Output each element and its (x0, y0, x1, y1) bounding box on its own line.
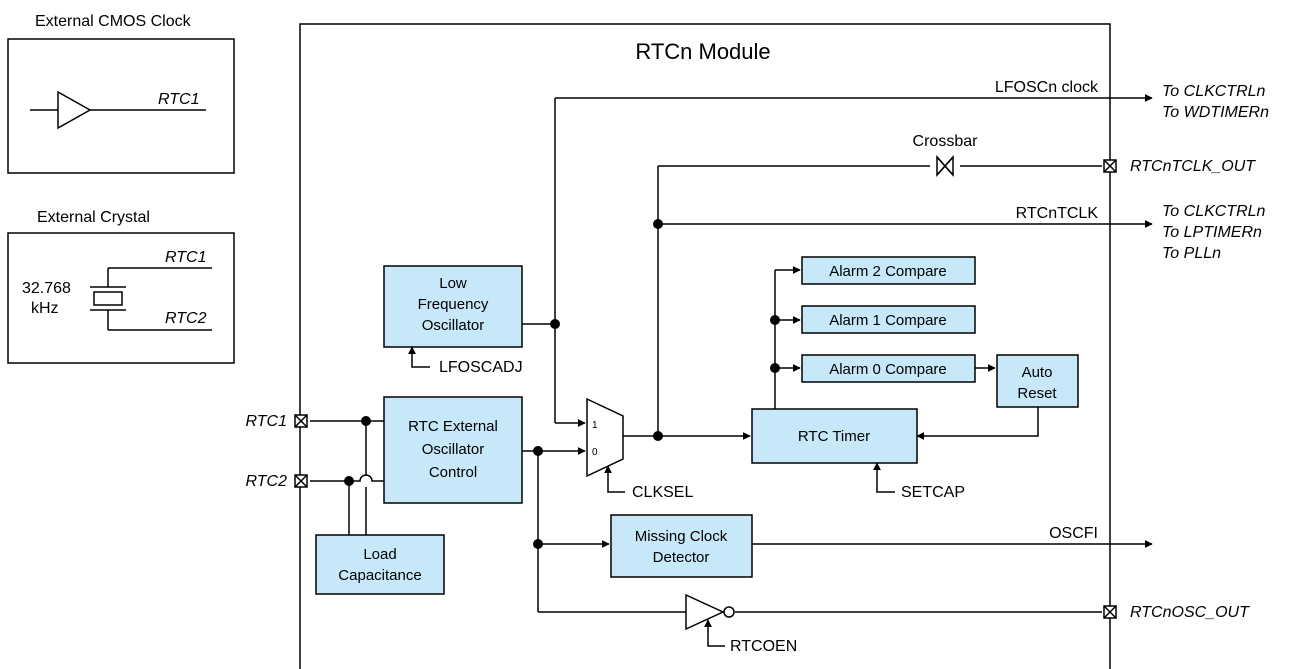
module-title: RTCn Module (635, 39, 770, 64)
mux-input-1: 1 (592, 420, 598, 431)
rtc-external-oscillator-control-block: RTC External Oscillator Control (383, 396, 523, 504)
rtcoen-label: RTCOEN (730, 638, 797, 655)
svg-text:Load: Load (363, 546, 396, 563)
load-capacitance-block: Load Capacitance (315, 534, 445, 595)
tclk-out-pin-label: RTCnTCLK_OUT (1130, 158, 1256, 175)
svg-text:Frequency: Frequency (418, 296, 489, 313)
cmos-title: External CMOS Clock (35, 13, 192, 30)
cmos-frame (7, 38, 235, 174)
lfosc-dest-clkctrl: To CLKCTRLn (1162, 83, 1266, 100)
low-frequency-oscillator-block: Low Frequency Oscillator (383, 265, 523, 348)
svg-text:Detector: Detector (653, 549, 710, 566)
svg-text:RTC External: RTC External (408, 418, 498, 435)
cmos-buffer-icon (57, 90, 92, 130)
clksel-label: CLKSEL (632, 484, 693, 501)
svg-text:Missing Clock: Missing Clock (635, 528, 728, 545)
rtc-timer-block: RTC Timer (751, 408, 918, 464)
svg-text:Alarm 0 Compare: Alarm 0 Compare (829, 361, 947, 378)
lfoscadj-label: LFOSCADJ (439, 359, 523, 376)
alarm-1-compare-block: Alarm 1 Compare (801, 305, 976, 334)
mux-input-0: 0 (592, 447, 598, 458)
external-crystal-panel: External Crystal RTC1 RTC2 32.768 kHz (7, 209, 235, 364)
crystal-title: External Crystal (37, 209, 150, 226)
svg-text:RTC Timer: RTC Timer (798, 428, 870, 445)
svg-text:Alarm 1 Compare: Alarm 1 Compare (829, 312, 947, 329)
svg-text:Oscillator: Oscillator (422, 441, 485, 458)
external-cmos-clock-panel: External CMOS Clock RTC1 (7, 13, 235, 174)
crystal-freq-value: 32.768 (22, 280, 71, 297)
signal-wires (310, 94, 1153, 647)
svg-text:Reset: Reset (1017, 385, 1057, 402)
crystal-icon (90, 267, 212, 331)
crystal-freq-unit: kHz (31, 300, 59, 317)
cmos-rtc1-label: RTC1 (158, 91, 200, 108)
svg-text:Oscillator: Oscillator (422, 317, 485, 334)
tclk-dest-lptimer: To LPTIMERn (1162, 224, 1262, 241)
rtc2-pin-pad-icon (294, 474, 308, 488)
tclk-out-pin-pad-icon (1103, 159, 1117, 173)
oscfi-label: OSCFI (1049, 525, 1098, 542)
rtc1-pin-label: RTC1 (246, 413, 288, 430)
rtcntclk-label: RTCnTCLK (1016, 205, 1099, 222)
clock-select-mux: 1 0 (586, 397, 624, 478)
crystal-rtc2-label: RTC2 (165, 310, 207, 327)
lfosc-clock-label: LFOSCn clock (995, 79, 1099, 96)
crossbar-bowtie-icon (936, 155, 954, 177)
junction-dots (344, 219, 780, 549)
rtc2-pin-label: RTC2 (246, 473, 288, 490)
svg-text:Low: Low (439, 275, 467, 292)
crystal-rtc1-label: RTC1 (165, 249, 207, 266)
tclk-dest-pll: To PLLn (1162, 245, 1221, 262)
setcap-label: SETCAP (901, 484, 965, 501)
auto-reset-block: Auto Reset (996, 354, 1079, 408)
svg-text:Alarm 2 Compare: Alarm 2 Compare (829, 263, 947, 280)
alarm-0-compare-block: Alarm 0 Compare (801, 354, 976, 383)
osc-out-pin-pad-icon (1103, 605, 1117, 619)
svg-text:Capacitance: Capacitance (338, 567, 421, 584)
output-enable-inverter-icon (685, 593, 735, 631)
rtc1-pin-pad-icon (294, 414, 308, 428)
tclk-dest-clkctrl: To CLKCTRLn (1162, 203, 1266, 220)
svg-text:Auto: Auto (1022, 364, 1053, 381)
missing-clock-detector-block: Missing Clock Detector (610, 514, 753, 578)
svg-text:Control: Control (429, 464, 477, 481)
alarm-2-compare-block: Alarm 2 Compare (801, 256, 976, 285)
module-frame (299, 23, 1111, 669)
crossbar-label: Crossbar (913, 133, 979, 150)
lfosc-dest-wdtimer: To WDTIMERn (1162, 104, 1269, 121)
osc-out-pin-label: RTCnOSC_OUT (1130, 604, 1250, 621)
crystal-frame (7, 232, 235, 364)
